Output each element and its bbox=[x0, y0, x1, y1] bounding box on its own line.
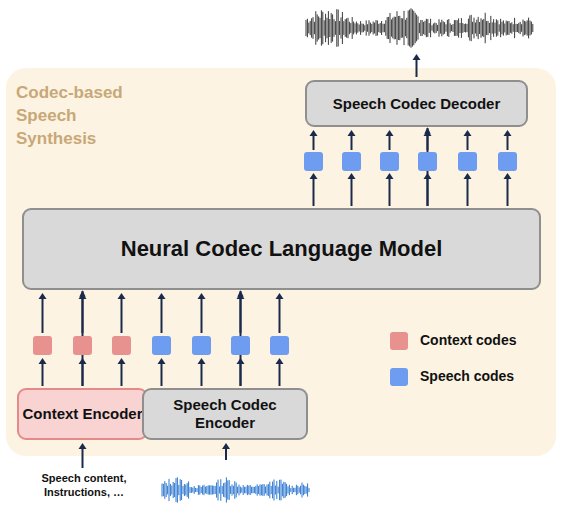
flow-arrow bbox=[222, 443, 230, 460]
decoder-box: Speech Codec Decoder bbox=[305, 80, 528, 127]
flow-arrow bbox=[386, 173, 394, 206]
flow-arrow bbox=[310, 130, 318, 150]
flow-arrow bbox=[504, 173, 512, 206]
flow-arrow bbox=[158, 293, 166, 333]
flow-arrow bbox=[504, 130, 512, 150]
code-token bbox=[73, 336, 92, 355]
flow-arrow bbox=[79, 358, 87, 386]
flow-arrow bbox=[158, 358, 166, 386]
box-label: Speech Codec Decoder bbox=[333, 95, 501, 113]
flow-arrow bbox=[198, 358, 206, 386]
code-token bbox=[152, 336, 171, 355]
flow-arrow bbox=[424, 173, 432, 206]
flow-arrow bbox=[276, 293, 284, 333]
flow-arrow bbox=[276, 358, 284, 386]
flow-arrow bbox=[79, 293, 87, 333]
code-token bbox=[418, 152, 437, 171]
flow-arrow bbox=[310, 173, 318, 206]
waveform bbox=[306, 8, 533, 47]
code-token bbox=[342, 152, 361, 171]
flow-arrow bbox=[424, 130, 432, 150]
model-box: Neural Codec Language Model bbox=[22, 208, 541, 290]
code-token bbox=[304, 152, 323, 171]
code-token bbox=[33, 336, 52, 355]
legend-swatch bbox=[390, 368, 408, 386]
box-label: Speech Codec Encoder bbox=[144, 396, 306, 432]
region-panel: Codec-based Speech SynthesisSpeech Codec… bbox=[6, 68, 556, 456]
waveform bbox=[162, 477, 309, 502]
encoder-box: Context Encoder bbox=[17, 388, 148, 440]
legend-text: Context codes bbox=[420, 332, 516, 348]
code-token bbox=[458, 152, 477, 171]
flow-arrow bbox=[237, 358, 245, 386]
flow-arrow bbox=[118, 293, 126, 333]
flow-arrow bbox=[118, 358, 126, 386]
flow-arrow bbox=[198, 293, 206, 333]
flow-arrow bbox=[386, 130, 394, 150]
flow-arrow bbox=[79, 443, 87, 468]
legend-text: Speech codes bbox=[420, 368, 514, 384]
input-label: Speech content, Instructions, … bbox=[28, 471, 140, 500]
box-label: Context Encoder bbox=[22, 405, 142, 423]
code-token bbox=[192, 336, 211, 355]
code-token bbox=[231, 336, 250, 355]
flow-arrow bbox=[39, 293, 47, 333]
legend-swatch bbox=[390, 332, 408, 350]
flow-arrow bbox=[237, 293, 245, 333]
flow-arrow bbox=[348, 130, 356, 150]
flow-arrow bbox=[348, 173, 356, 206]
flow-arrow bbox=[464, 130, 472, 150]
code-token bbox=[112, 336, 131, 355]
code-token bbox=[498, 152, 517, 171]
panel-ground bbox=[6, 68, 556, 456]
code-token bbox=[270, 336, 289, 355]
box-label: Neural Codec Language Model bbox=[121, 236, 443, 262]
encoder-box: Speech Codec Encoder bbox=[142, 388, 308, 440]
region-heading: Codec-based Speech Synthesis bbox=[16, 82, 156, 151]
flow-arrow bbox=[39, 358, 47, 386]
flow-arrow bbox=[464, 173, 472, 206]
flow-arrow bbox=[413, 54, 421, 77]
code-token bbox=[380, 152, 399, 171]
